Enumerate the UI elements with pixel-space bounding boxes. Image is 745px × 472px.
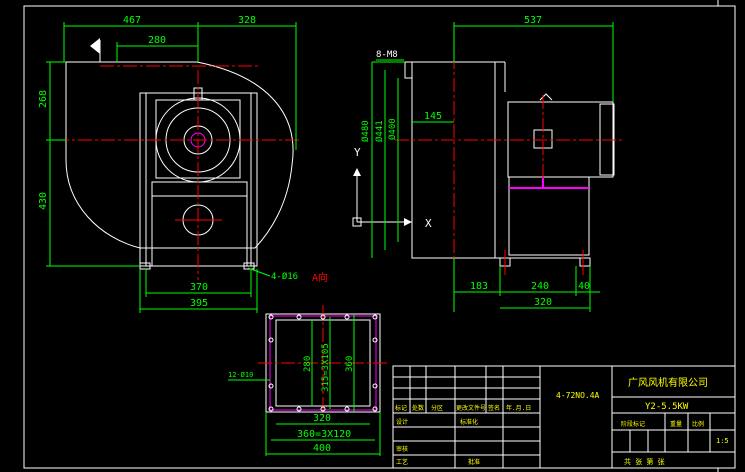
direction-arrow <box>90 38 100 54</box>
label-sheets: 共 张 第 张 <box>624 457 665 466</box>
x-axis-arrow <box>404 218 412 226</box>
scale-value: 1:5 <box>716 437 729 445</box>
dim-w-outer: 400 <box>313 443 331 454</box>
drawing-name: 4-72NO.4A <box>556 391 600 400</box>
dim-dia-441: Ø441 <box>374 120 385 142</box>
bolt-holes <box>268 314 378 412</box>
row-process: 工艺 <box>396 458 408 466</box>
dim-top-right: 328 <box>238 15 256 26</box>
flange <box>404 61 413 79</box>
front-view: 467 328 280 268 430 370 395 4-Ø16 A向 <box>38 15 328 313</box>
dim-left-lower: 430 <box>38 192 49 210</box>
row-review: 审核 <box>396 445 408 453</box>
header-date: 年.月.日 <box>506 404 531 412</box>
header-change: 更改文件号 <box>456 404 486 412</box>
y-axis-arrow <box>353 168 361 176</box>
axis-origin <box>352 217 362 227</box>
outlet-flange-view: 280 315=3X105 360 320 360=3X120 400 12-Ø… <box>228 305 388 456</box>
title-block <box>392 365 736 469</box>
dim-dia-400: Ø400 <box>387 118 398 140</box>
row-design: 设计 <box>396 418 408 426</box>
label-stage: 阶段标记 <box>621 420 645 428</box>
axis-y-label: Y <box>354 146 361 159</box>
dim-bottom-outer: 395 <box>190 298 208 309</box>
dim-dia-480: Ø480 <box>360 120 371 142</box>
label-scale: 比例 <box>692 420 704 428</box>
volute-casing <box>65 61 294 249</box>
title-block-text: 4-72NO.4A 广风风机有限公司 Y2-5.5KW 标记 处数 分区 更改文… <box>395 376 729 466</box>
hole-callout: 12-Ø10 <box>228 371 253 379</box>
dim-bottom-inner: 370 <box>190 282 208 293</box>
company-name: 广风风机有限公司 <box>628 376 708 389</box>
dim-bottom-c: 40 <box>578 281 590 292</box>
header-count: 处数 <box>412 404 424 412</box>
dim-h-inner: 280 <box>303 356 313 372</box>
label-standard: 标准化 <box>460 418 478 426</box>
dim-bottom-b: 240 <box>531 281 549 292</box>
drawing-number: Y2-5.5KW <box>645 402 689 412</box>
header-mark: 标记 <box>395 404 407 412</box>
dim-w-inner: 320 <box>313 413 331 424</box>
drawing-frame <box>23 5 736 469</box>
foot <box>579 257 591 267</box>
flange-bolts: 8-M8 <box>376 50 398 60</box>
lifting-eye <box>539 93 553 101</box>
hole-callout: 4-Ø16 <box>271 271 298 282</box>
dim-bottom-overall: 320 <box>534 297 552 308</box>
side-view: Y X 537 8-M8 Ø480 Ø441 Ø400 145 183 240 … <box>352 15 625 312</box>
header-zone: 分区 <box>431 404 443 412</box>
dim-h-outer: 360 <box>345 356 355 372</box>
axis-x-label: X <box>425 217 432 230</box>
dim-bottom-a: 183 <box>470 281 488 292</box>
dim-h-pitch: 315=3X105 <box>321 343 331 392</box>
dim-overall-top: 537 <box>524 15 542 26</box>
dim-inner-top: 280 <box>148 35 166 46</box>
foot-right <box>243 262 255 270</box>
motor-base <box>508 176 590 256</box>
label-weight: 重量 <box>670 420 682 428</box>
leader <box>247 267 271 277</box>
dim-w-pitch: 360=3X120 <box>297 429 351 440</box>
dim-top-left: 467 <box>123 15 141 26</box>
dim-offset: 145 <box>424 111 442 122</box>
view-label: A向 <box>312 271 328 284</box>
label-approve: 批准 <box>468 458 480 466</box>
dim-left-upper: 268 <box>38 90 49 108</box>
header-sign: 签名 <box>488 404 500 412</box>
